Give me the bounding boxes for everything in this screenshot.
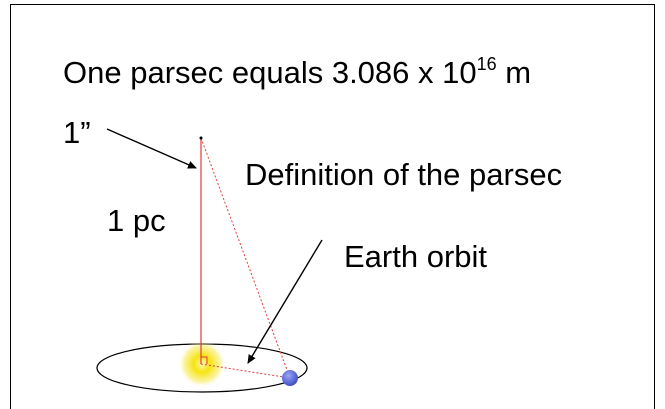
title-suffix: m [497, 55, 531, 90]
title-exponent: 16 [477, 54, 497, 74]
distance-label: 1 pc [107, 203, 166, 238]
angle-label: 1” [63, 115, 91, 150]
definition-label: Definition of the parsec [245, 157, 562, 192]
star-point [200, 137, 203, 140]
title-prefix: One parsec equals 3.086 x 10 [63, 55, 477, 90]
angle-arrow [107, 129, 196, 168]
diagram-title: One parsec equals 3.086 x 1016 m [63, 54, 531, 90]
earth-orbit-label: Earth orbit [344, 239, 487, 274]
earth-orbit-arrow [248, 240, 322, 363]
earth-icon [282, 370, 298, 386]
